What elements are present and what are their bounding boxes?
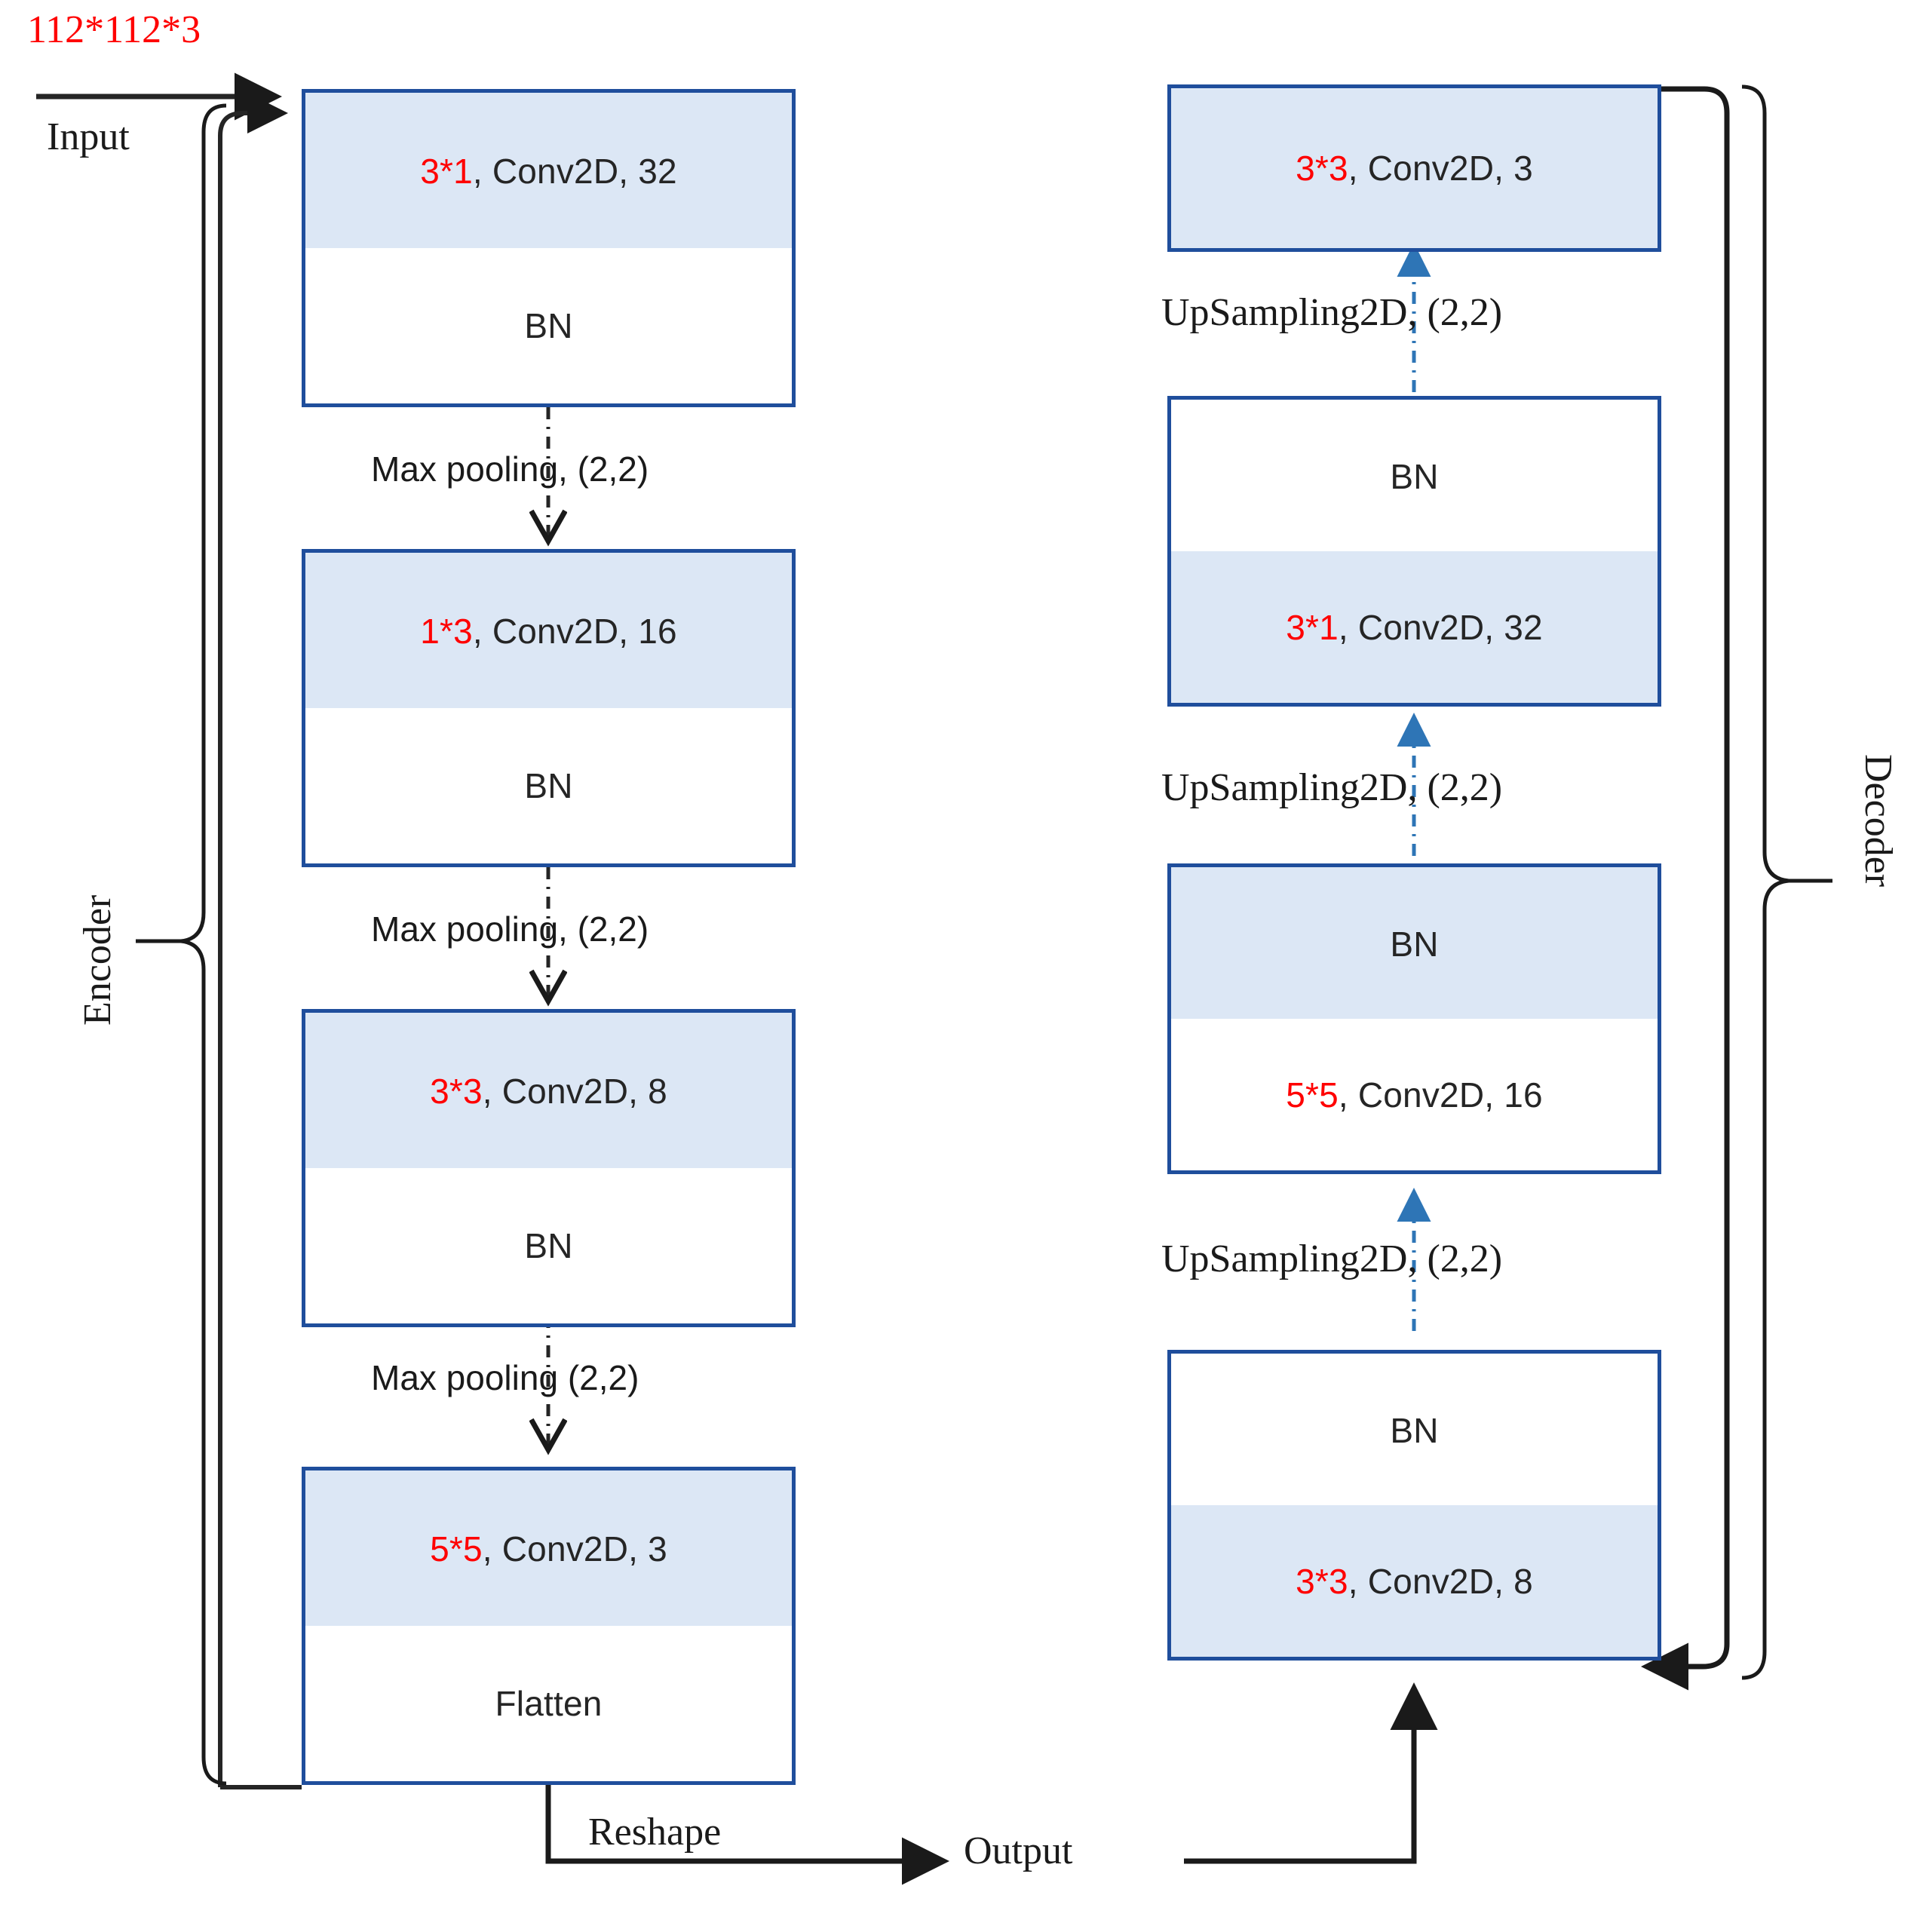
enc-block-2-bn-text: BN <box>524 766 573 805</box>
dec-block-2-conv-text: , Conv2D, 32 <box>1338 607 1543 647</box>
dec-block-2-kernel: 3*1 <box>1286 607 1339 647</box>
dec-block-2-conv: 3*1, Conv2D, 32 <box>1171 551 1658 703</box>
enc-block-3-kernel: 3*3 <box>430 1072 483 1111</box>
dec-block-1-kernel: 3*3 <box>1296 149 1348 188</box>
enc-block-3[interactable]: 3*3, Conv2D, 8 BN <box>302 1009 796 1327</box>
encoder-section-label: Encoder <box>76 894 119 1026</box>
enc-block-1[interactable]: 3*1, Conv2D, 32 BN <box>302 89 796 407</box>
enc-block-4-kernel: 5*5 <box>430 1529 483 1569</box>
enc-block-1-conv: 3*1, Conv2D, 32 <box>305 93 792 250</box>
upsampling-label-3: UpSampling2D, (2,2) <box>1161 1237 1503 1280</box>
dec-block-3-kernel: 5*5 <box>1286 1075 1339 1115</box>
dec-block-4-conv: 3*3, Conv2D, 8 <box>1171 1505 1658 1657</box>
enc-block-2-conv: 1*3, Conv2D, 16 <box>305 553 792 710</box>
dec-block-3-bn-text: BN <box>1390 924 1439 964</box>
encoder-feedback-arrow <box>218 93 302 1789</box>
enc-block-4-conv: 5*5, Conv2D, 3 <box>305 1470 792 1627</box>
dec-block-3[interactable]: BN 5*5, Conv2D, 16 <box>1167 863 1661 1174</box>
enc-block-4-flatten: Flatten <box>305 1626 792 1781</box>
dec-block-4-bn-text: BN <box>1390 1410 1439 1450</box>
input-label: Input <box>47 115 130 158</box>
dec-block-2-bn: BN <box>1171 400 1658 553</box>
reshape-label: Reshape <box>588 1811 722 1854</box>
dec-block-1[interactable]: 3*3, Conv2D, 3 <box>1167 84 1661 252</box>
dec-block-3-bn: BN <box>1171 867 1658 1020</box>
enc-block-1-conv-text: , Conv2D, 32 <box>472 152 677 191</box>
decoder-brace <box>1741 84 1832 1680</box>
enc-block-2-conv-text: , Conv2D, 16 <box>472 612 677 651</box>
enc-block-2[interactable]: 1*3, Conv2D, 16 BN <box>302 549 796 867</box>
enc-block-2-kernel: 1*3 <box>420 612 473 651</box>
dec-block-1-conv: 3*3, Conv2D, 3 <box>1171 88 1658 248</box>
dec-block-3-conv-text: , Conv2D, 16 <box>1338 1075 1543 1115</box>
enc-block-3-conv: 3*3, Conv2D, 8 <box>305 1013 792 1170</box>
maxpool-label-1: Max pooling, (2,2) <box>371 449 649 489</box>
output-label: Output <box>964 1829 1073 1872</box>
enc-block-3-bn: BN <box>305 1168 792 1323</box>
enc-block-3-bn-text: BN <box>524 1226 573 1265</box>
decoder-section-label: Decoder <box>1857 754 1900 888</box>
enc-block-1-kernel: 3*1 <box>420 152 473 191</box>
output-to-decoder-arrow <box>1184 1682 1438 1864</box>
dec-block-4[interactable]: BN 3*3, Conv2D, 8 <box>1167 1350 1661 1661</box>
enc-block-3-conv-text: , Conv2D, 8 <box>482 1072 667 1111</box>
dec-block-4-conv-text: , Conv2D, 8 <box>1348 1561 1533 1601</box>
enc-block-4-flatten-text: Flatten <box>495 1684 603 1723</box>
input-shape-label: 112*112*3 <box>27 8 201 51</box>
dec-block-3-conv: 5*5, Conv2D, 16 <box>1171 1019 1658 1170</box>
enc-block-4-conv-text: , Conv2D, 3 <box>482 1529 667 1569</box>
maxpool-label-3: Max pooling (2,2) <box>371 1358 639 1397</box>
enc-block-4[interactable]: 5*5, Conv2D, 3 Flatten <box>302 1467 796 1785</box>
encoder-brace <box>136 103 227 1786</box>
enc-block-2-bn: BN <box>305 708 792 863</box>
enc-block-1-bn: BN <box>305 248 792 403</box>
dec-block-2-bn-text: BN <box>1390 456 1439 496</box>
maxpool-label-2: Max pooling, (2,2) <box>371 909 649 949</box>
enc-block-1-bn-text: BN <box>524 306 573 345</box>
dec-block-4-bn: BN <box>1171 1354 1658 1507</box>
dec-block-1-conv-text: , Conv2D, 3 <box>1348 149 1533 188</box>
upsampling-label-1: UpSampling2D, (2,2) <box>1161 291 1503 334</box>
dec-block-4-kernel: 3*3 <box>1296 1561 1348 1601</box>
dec-block-2[interactable]: BN 3*1, Conv2D, 32 <box>1167 396 1661 707</box>
upsampling-label-2: UpSampling2D, (2,2) <box>1161 766 1503 809</box>
